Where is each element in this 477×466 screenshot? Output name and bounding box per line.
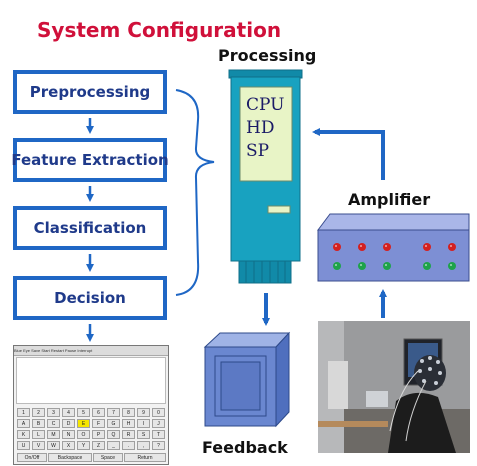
- speller-key[interactable]: .: [122, 441, 135, 450]
- speller-bottom-key[interactable]: Return: [124, 453, 166, 462]
- screen-line-hd: HD: [246, 118, 275, 138]
- speller-key[interactable]: 1: [17, 408, 30, 417]
- screen-line-sp: SP: [246, 141, 270, 161]
- speller-key[interactable]: K: [17, 430, 30, 439]
- speller-key[interactable]: W: [47, 441, 60, 450]
- speller-key[interactable]: ,: [137, 441, 150, 450]
- step-decision: Decision: [13, 276, 167, 320]
- speller-bottom-key[interactable]: Space: [93, 453, 123, 462]
- arrow-amplifier-to-processing: [312, 128, 385, 180]
- page-title: System Configuration: [37, 18, 282, 42]
- subject-photo-drawing: [318, 321, 470, 453]
- speller-key[interactable]: 3: [47, 408, 60, 417]
- speller-key[interactable]: S: [137, 430, 150, 439]
- speller-key[interactable]: Q: [107, 430, 120, 439]
- speller-key[interactable]: J: [152, 419, 165, 428]
- speller-key[interactable]: X: [62, 441, 75, 450]
- step-preprocessing: Preprocessing: [13, 70, 167, 114]
- speller-key[interactable]: 6: [92, 408, 105, 417]
- speller-key[interactable]: 2: [32, 408, 45, 417]
- speller-key[interactable]: O: [77, 430, 90, 439]
- speller-key[interactable]: E: [77, 419, 90, 428]
- speller-key[interactable]: 0: [152, 408, 165, 417]
- amplifier-device: [317, 213, 470, 282]
- step-feature-extraction: Feature Extraction: [11, 138, 169, 182]
- speller-key[interactable]: ?: [152, 441, 165, 450]
- speller-key[interactable]: V: [32, 441, 45, 450]
- feedback-monitor: [203, 331, 291, 428]
- processing-unit: [228, 69, 303, 284]
- speller-key[interactable]: P: [92, 430, 105, 439]
- speller-menu-bar: Blue Eye Save Start Restart Pause Interr…: [14, 346, 168, 356]
- speller-key[interactable]: 7: [107, 408, 120, 417]
- speller-key[interactable]: 9: [137, 408, 150, 417]
- speller-text-area: [16, 357, 166, 404]
- step-classification: Classification: [13, 206, 167, 250]
- screen-line-cpu: CPU: [246, 95, 285, 115]
- speller-bottom-key[interactable]: On/Off: [17, 453, 47, 462]
- speller-key[interactable]: _: [107, 441, 120, 450]
- speller-key[interactable]: 8: [122, 408, 135, 417]
- speller-key[interactable]: F: [92, 419, 105, 428]
- speller-key[interactable]: L: [32, 430, 45, 439]
- processing-label: Processing: [218, 46, 317, 65]
- speller-key[interactable]: G: [107, 419, 120, 428]
- amplifier-label: Amplifier: [348, 190, 431, 209]
- brace: [175, 89, 215, 296]
- speller-key[interactable]: A: [17, 419, 30, 428]
- feedback-label: Feedback: [202, 438, 288, 457]
- speller-key[interactable]: C: [47, 419, 60, 428]
- speller-key[interactable]: Y: [77, 441, 90, 450]
- speller-key[interactable]: T: [152, 430, 165, 439]
- speller-bottom-key[interactable]: Backspace: [48, 453, 92, 462]
- speller-software: Blue Eye Save Start Restart Pause Interr…: [13, 345, 169, 465]
- speller-key[interactable]: M: [47, 430, 60, 439]
- speller-key[interactable]: I: [137, 419, 150, 428]
- speller-key[interactable]: D: [62, 419, 75, 428]
- speller-key[interactable]: N: [62, 430, 75, 439]
- speller-key[interactable]: H: [122, 419, 135, 428]
- speller-key[interactable]: 4: [62, 408, 75, 417]
- speller-key[interactable]: 5: [77, 408, 90, 417]
- speller-key[interactable]: B: [32, 419, 45, 428]
- speller-key[interactable]: Z: [92, 441, 105, 450]
- speller-key[interactable]: U: [17, 441, 30, 450]
- subject-photo: [318, 321, 470, 453]
- speller-key[interactable]: R: [122, 430, 135, 439]
